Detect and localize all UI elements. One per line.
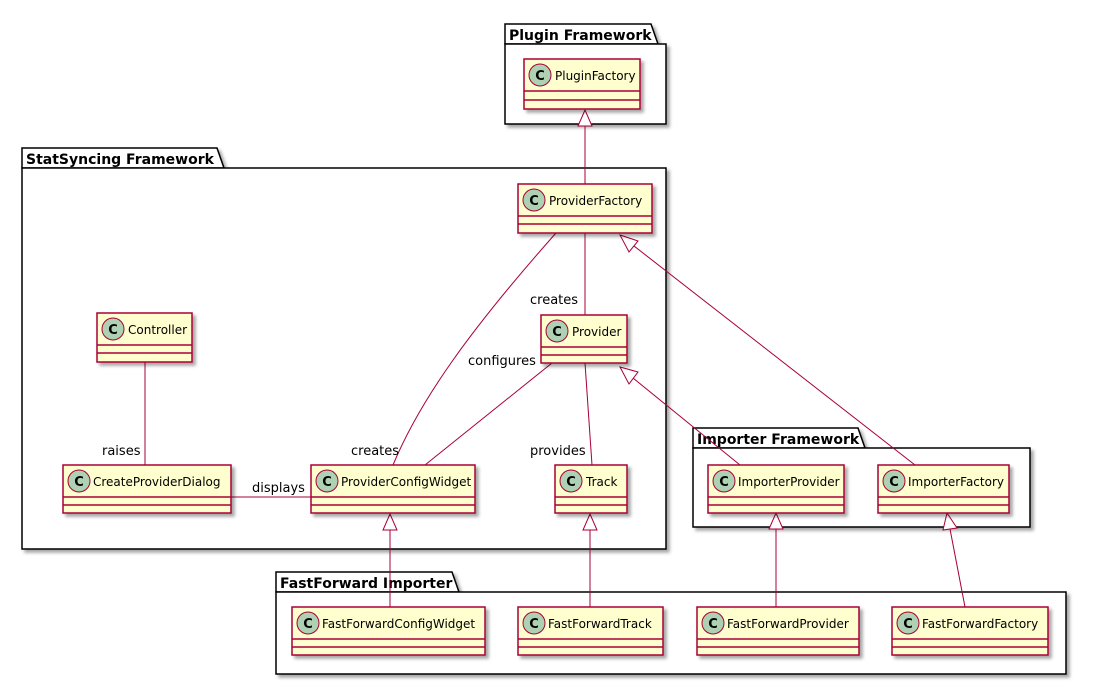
edge-label-creates-provider: creates [530, 293, 578, 308]
class-c-icon [896, 611, 920, 635]
class-providerconfigwidget: C ProviderConfigWidget [310, 464, 476, 514]
class-name: ImporterFactory [908, 475, 1004, 489]
svg-text:C: C [529, 617, 539, 632]
class-c-icon [545, 319, 569, 343]
class-name: FastForwardFactory [922, 617, 1038, 631]
edge-label-raises: raises [102, 444, 141, 459]
class-track: C Track [554, 464, 628, 514]
inheritance-arrowhead [577, 108, 593, 127]
edge-label-configures: configures [468, 354, 536, 369]
package-title: Importer Framework [697, 432, 860, 448]
class-createproviderdialog: C CreateProviderDialog [62, 464, 232, 514]
svg-text:C: C [74, 475, 84, 490]
class-providerfactory: C ProviderFactory [517, 183, 653, 234]
svg-text:C: C [903, 617, 913, 632]
class-name: FastForwardTrack [548, 617, 652, 631]
svg-text:C: C [535, 69, 545, 84]
class-c-icon [712, 469, 736, 493]
svg-text:C: C [719, 475, 729, 490]
class-c-icon [522, 188, 546, 212]
package-title: StatSyncing Framework [26, 152, 215, 168]
svg-text:C: C [708, 617, 718, 632]
svg-text:C: C [303, 617, 313, 632]
svg-text:C: C [529, 194, 539, 209]
class-provider: C Provider [540, 314, 628, 364]
class-pluginfactory: C PluginFactory [523, 58, 641, 110]
class-name: Controller [128, 323, 187, 337]
inheritance-arrowhead [582, 512, 598, 531]
class-name: Provider [572, 325, 621, 339]
class-name: Track [585, 475, 617, 489]
inheritance-arrowhead [768, 511, 784, 530]
edge-provider-track [584, 362, 593, 466]
class-name: ProviderFactory [549, 194, 642, 208]
edge-providerfactory-configwidget [392, 232, 557, 466]
svg-text:C: C [566, 475, 576, 490]
edge-importerfactory-providerfactory [633, 245, 916, 466]
package-title: FastForward Importer [280, 576, 452, 592]
class-importerprovider: C ImporterProvider [707, 464, 845, 514]
class-name: FastForwardConfigWidget [322, 617, 475, 631]
edge-importerprovider-provider [632, 377, 741, 466]
inheritance-arrowhead [382, 512, 398, 531]
class-fastforwardfactory: C FastForwardFactory [891, 606, 1049, 656]
class-c-icon [315, 469, 339, 493]
svg-text:C: C [108, 323, 118, 338]
class-c-icon [882, 469, 906, 493]
inheritance-arrowhead [942, 511, 958, 531]
class-fastforwardtrack: C FastForwardTrack [517, 606, 664, 656]
class-name: CreateProviderDialog [93, 475, 221, 489]
class-c-icon [559, 469, 583, 493]
edge-label-displays: displays [252, 481, 305, 496]
class-c-icon [528, 63, 552, 87]
svg-text:C: C [552, 325, 562, 340]
edge-label-provides: provides [530, 444, 586, 459]
edge-label-creates-widget: creates [351, 444, 399, 459]
class-name: ProviderConfigWidget [341, 475, 471, 489]
inheritance-arrowhead [619, 366, 639, 385]
class-c-icon [296, 611, 320, 635]
class-c-icon [101, 317, 125, 341]
edge-fffactory-importerfactory [949, 528, 966, 608]
edge-labels: creates configures raises creates displa… [102, 293, 586, 496]
class-name: ImporterProvider [738, 475, 840, 489]
class-fastforwardconfigwidget: C FastForwardConfigWidget [291, 606, 486, 656]
class-name: PluginFactory [555, 69, 636, 83]
inheritance-arrowhead [618, 234, 639, 253]
class-c-icon [67, 469, 91, 493]
class-c-icon [701, 611, 725, 635]
svg-text:C: C [322, 475, 332, 490]
svg-text:C: C [889, 475, 899, 490]
class-c-icon [522, 611, 546, 635]
class-fastforwardprovider: C FastForwardProvider [696, 606, 860, 656]
package-title: Plugin Framework [509, 28, 652, 44]
class-name: FastForwardProvider [727, 617, 849, 631]
edge-provider-configwidget [424, 362, 553, 466]
class-importerfactory: C ImporterFactory [877, 464, 1010, 514]
class-controller: C Controller [96, 312, 193, 363]
